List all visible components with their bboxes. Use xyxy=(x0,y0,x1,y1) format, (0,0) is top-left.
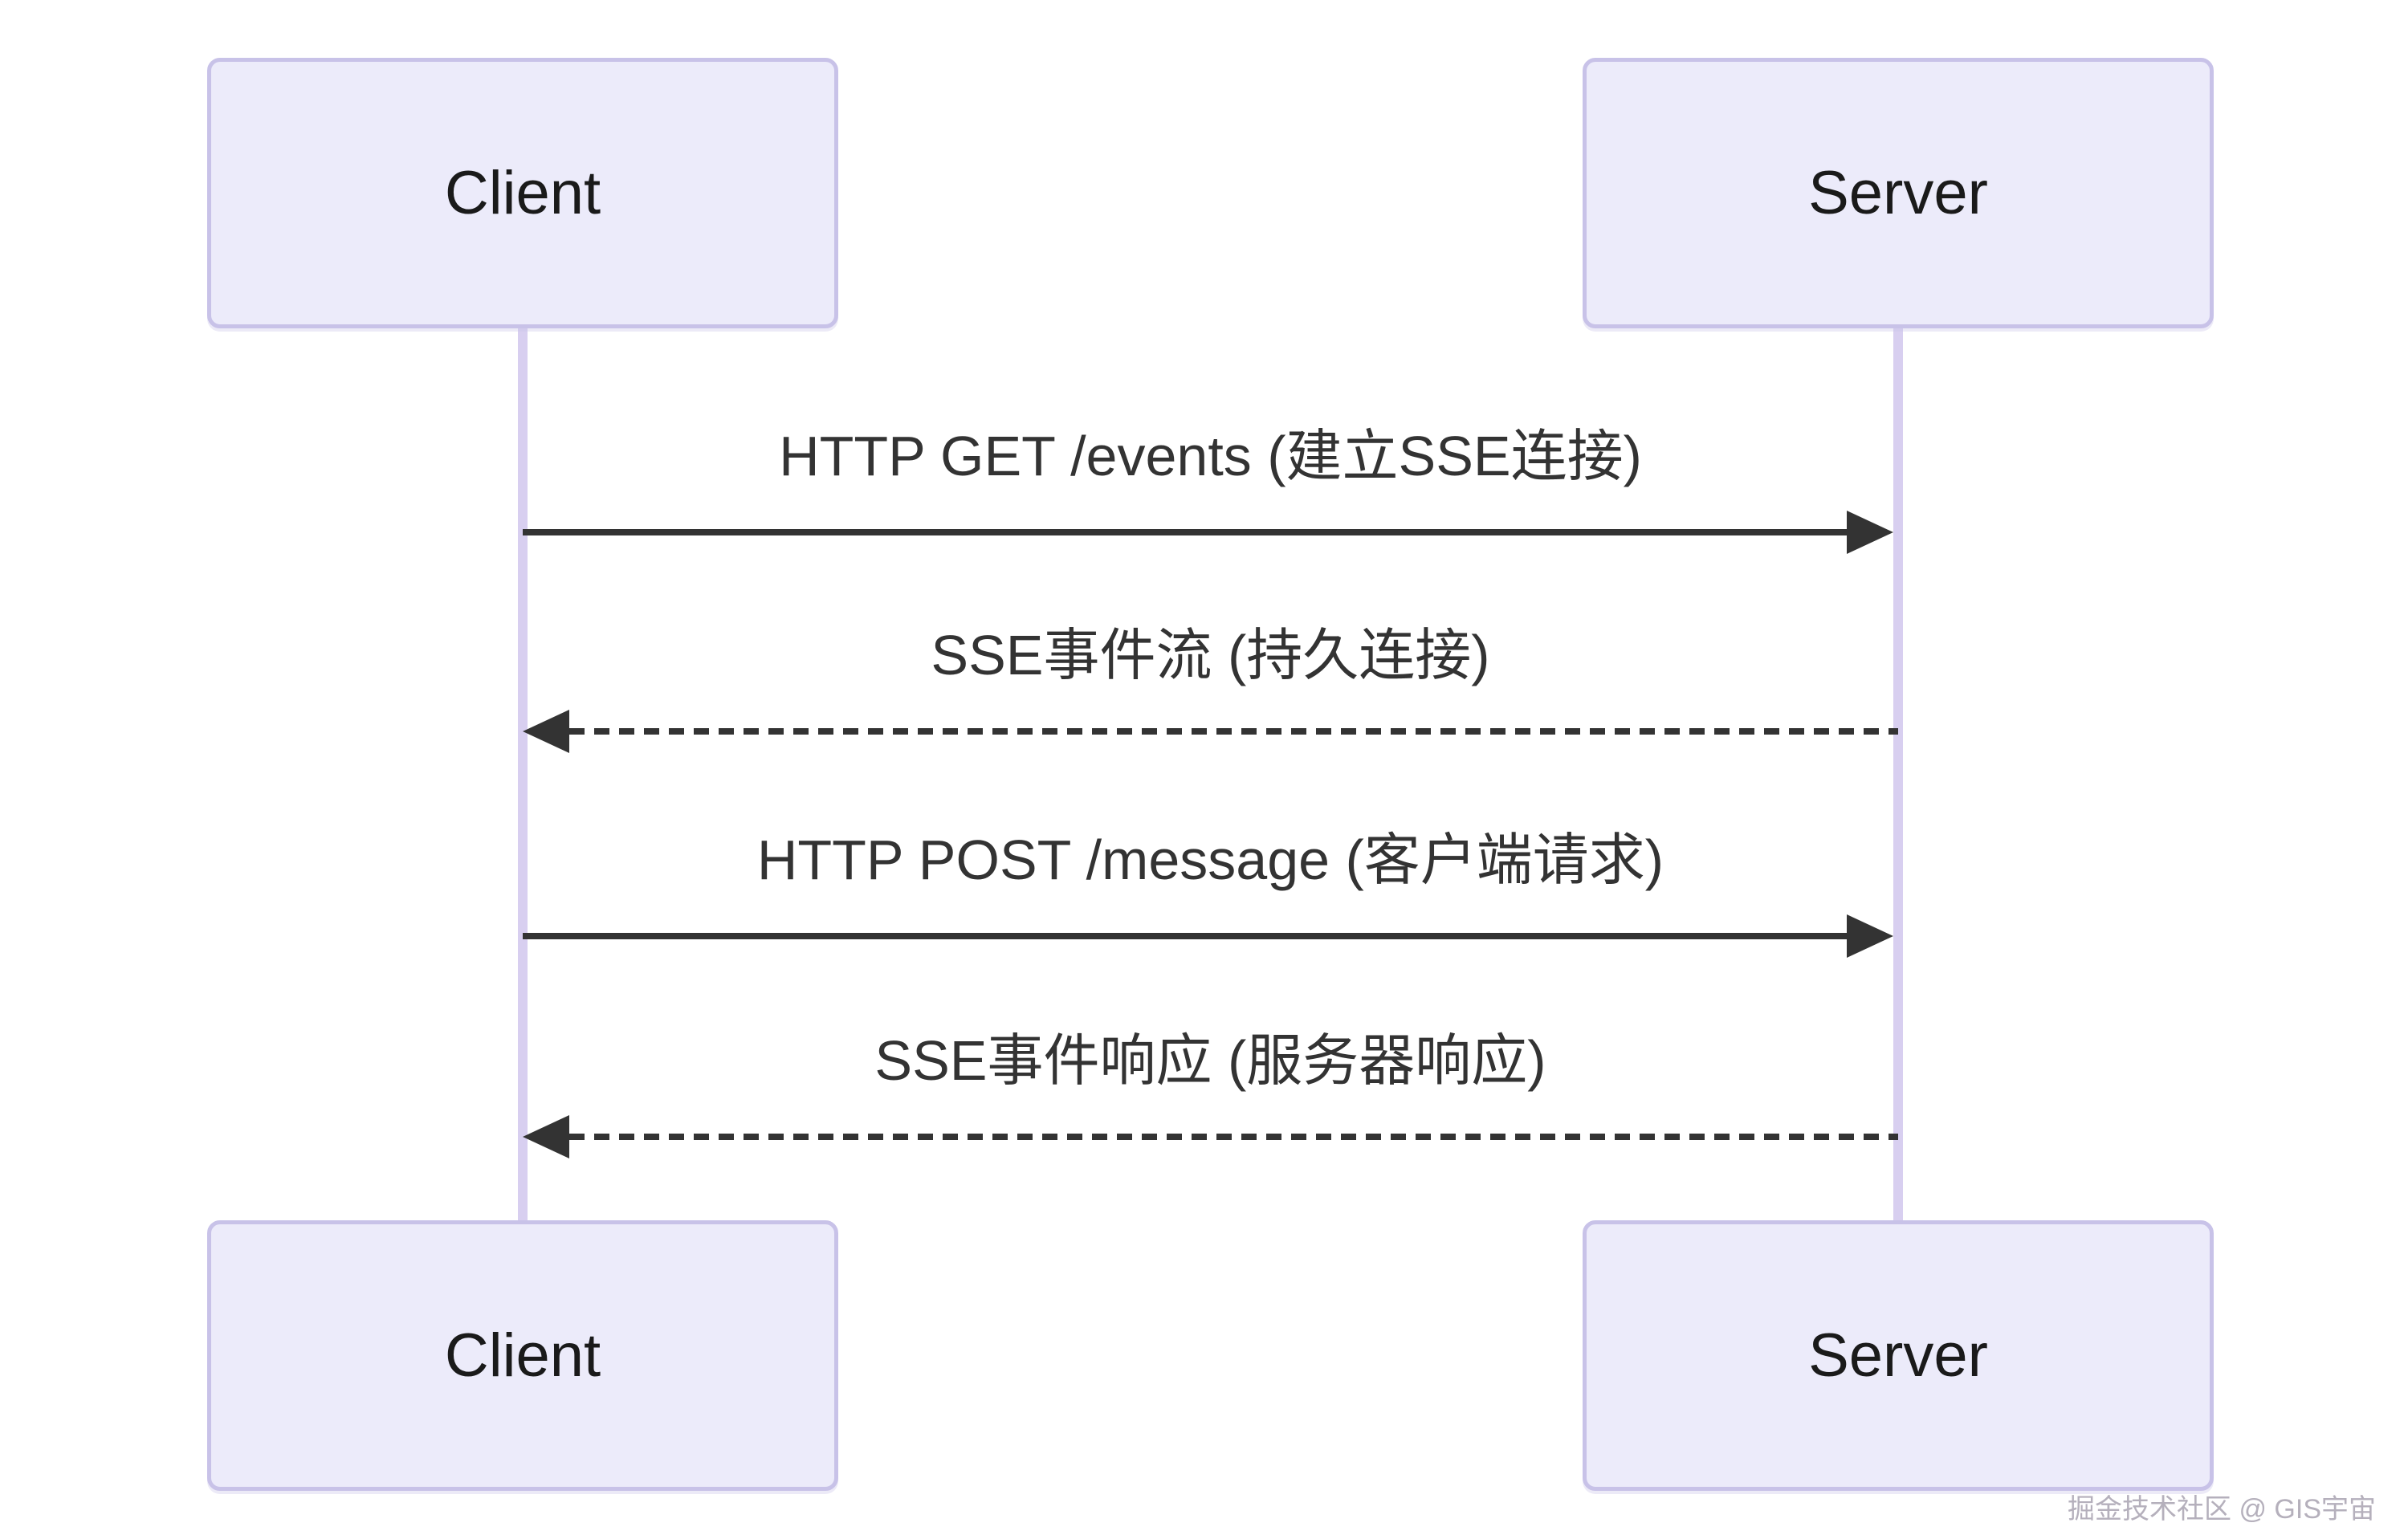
message-label-sse-event-response: SSE事件响应 (服务器响应) xyxy=(874,1029,1546,1092)
lifeline-client xyxy=(518,327,528,1222)
actor-box-client-bottom: Client xyxy=(207,1220,838,1491)
arrowhead-left-icon xyxy=(523,1115,569,1158)
message-line-3 xyxy=(523,933,1852,939)
arrowhead-left-icon xyxy=(523,710,569,753)
actor-label-server: Server xyxy=(1808,1321,1988,1390)
actor-box-server-top: Server xyxy=(1583,58,2214,328)
message-line-1 xyxy=(523,529,1852,535)
message-label-http-get-events: HTTP GET /events (建立SSE连接) xyxy=(779,425,1642,487)
message-label-http-post-message: HTTP POST /message (客户端请求) xyxy=(756,829,1664,891)
actor-label-client: Client xyxy=(444,159,601,227)
message-line-2 xyxy=(569,728,1898,735)
watermark-text: 掘金技术社区 @ GIS宇宙 xyxy=(2068,1494,2376,1525)
actor-box-server-bottom: Server xyxy=(1583,1220,2214,1491)
actor-label-client: Client xyxy=(444,1321,601,1390)
message-label-sse-event-stream: SSE事件流 (持久连接) xyxy=(931,624,1490,686)
arrowhead-right-icon xyxy=(1847,511,1893,554)
arrowhead-right-icon xyxy=(1847,914,1893,958)
message-line-4 xyxy=(569,1134,1898,1140)
actor-label-server: Server xyxy=(1808,159,1988,227)
actor-box-client-top: Client xyxy=(207,58,838,328)
lifeline-server xyxy=(1893,327,1903,1222)
